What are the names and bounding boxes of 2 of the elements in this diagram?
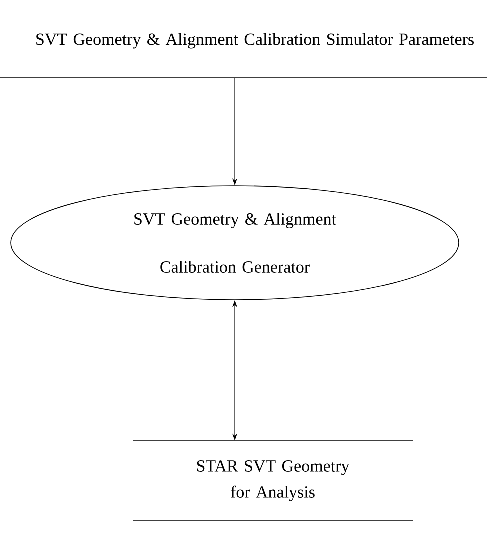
data-store: STAR SVT Geometry for Analysis: [132, 440, 414, 522]
data-store: SVT Geometry & Alignment Calibration Simulator Parameters: [0, 33, 487, 78]
